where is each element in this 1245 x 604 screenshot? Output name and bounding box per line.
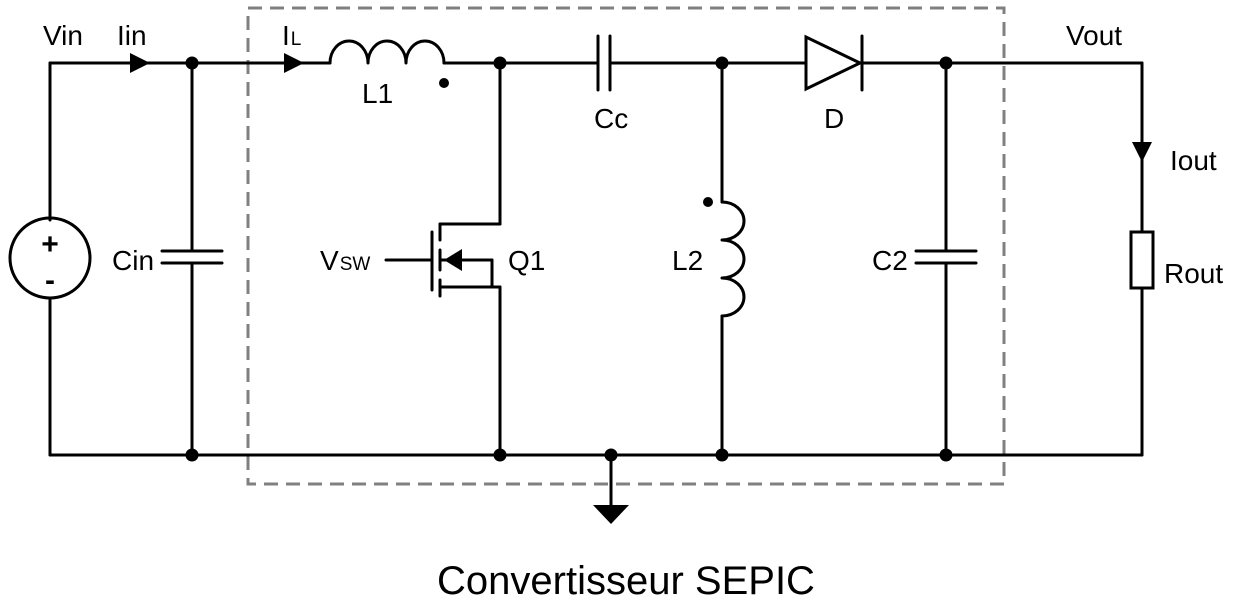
- label-d: D: [824, 103, 844, 134]
- ground-symbol: [593, 453, 629, 524]
- l2-polarity-dot: [703, 197, 713, 207]
- resistor-rout: [1129, 61, 1155, 457]
- capacitor-cc: [596, 34, 612, 92]
- label-vin: Vin: [43, 20, 83, 51]
- source-minus-sign: -: [45, 264, 55, 297]
- l1-polarity-dot: [439, 78, 449, 88]
- il-arrow: [284, 53, 304, 73]
- inductor-l2: [703, 61, 746, 457]
- diagram-title: Convertisseur SEPIC: [437, 559, 815, 603]
- label-iin: Iin: [117, 20, 147, 51]
- label-il: IL: [282, 20, 301, 51]
- capacitor-c2: [914, 61, 978, 457]
- iout-arrow: [1132, 142, 1152, 162]
- diode-d: [804, 34, 864, 92]
- label-vout: Vout: [1066, 20, 1122, 51]
- label-cc: Cc: [594, 103, 628, 134]
- inductor-l1: [328, 39, 449, 88]
- label-c2: C2: [872, 245, 908, 276]
- iin-arrow: [130, 53, 150, 73]
- voltage-source: + -: [8, 61, 92, 457]
- label-l2: L2: [672, 245, 703, 276]
- converter-boundary: [246, 6, 1006, 486]
- label-l1: L1: [362, 78, 393, 109]
- mosfet-q1: [384, 61, 502, 457]
- source-plus-sign: +: [41, 228, 59, 261]
- capacitor-cin: [160, 61, 224, 457]
- label-cin: Cin: [112, 245, 154, 276]
- label-vsw: VSW: [320, 245, 370, 276]
- label-rout: Rout: [1164, 258, 1223, 289]
- label-iout: Iout: [1170, 145, 1217, 176]
- junction-dots: [185, 56, 953, 462]
- label-q1: Q1: [508, 245, 545, 276]
